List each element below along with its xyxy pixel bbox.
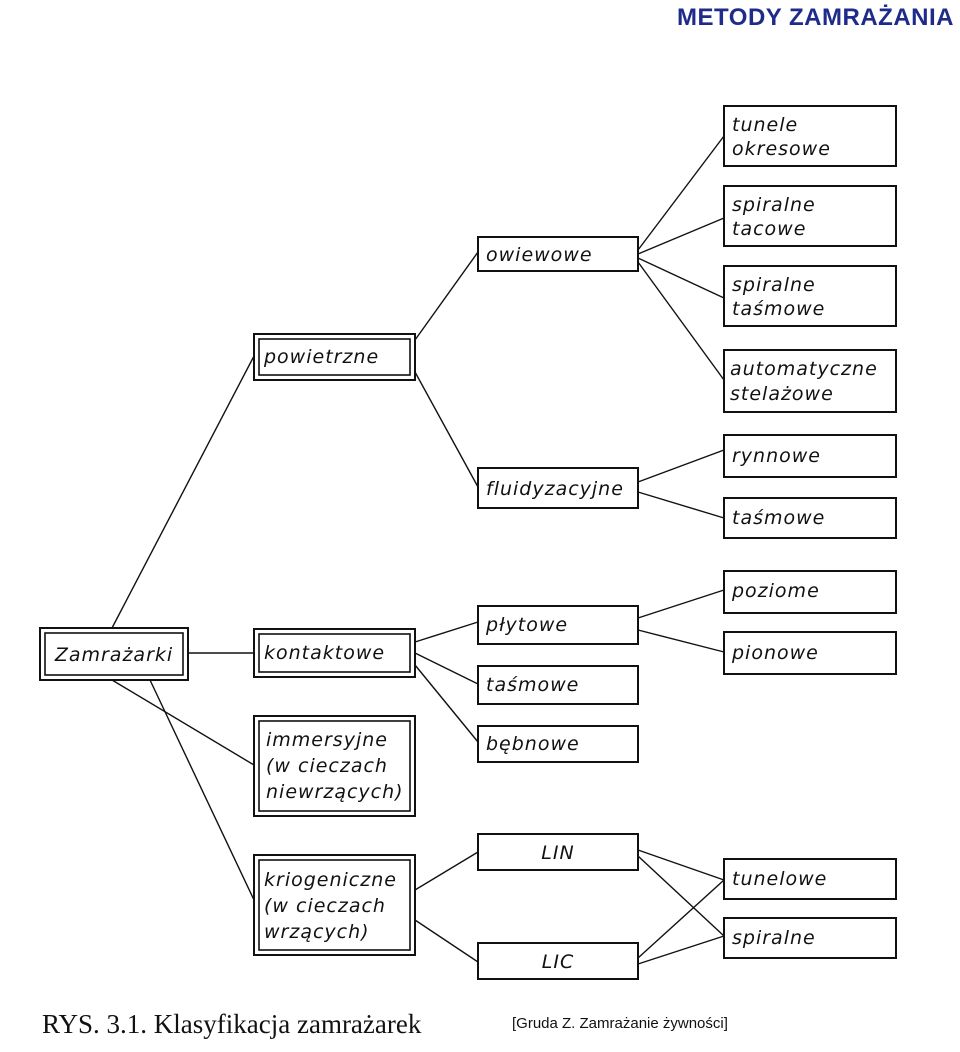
label-kontaktowe: kontaktowe — [264, 642, 385, 664]
label-pionowe: pionowe — [731, 642, 819, 664]
label-spiralne-tasmowe-1: spiralne — [732, 274, 816, 296]
page-title: METODY ZAMRAŻANIA — [677, 4, 954, 31]
label-powietrzne: powietrzne — [263, 346, 379, 368]
label-owiewowe: owiewowe — [486, 244, 593, 266]
figure-caption: RYS. 3.1. Klasyfikacja zamrażarek — [42, 1009, 422, 1039]
label-spiralne-tacowe-2: tacowe — [732, 218, 806, 240]
label-lin: LIN — [541, 842, 574, 864]
box-automatyczne-stelazowe: automatyczne stelażowe — [723, 349, 897, 413]
label-tasmowe-fluid: taśmowe — [732, 507, 825, 529]
label-spiralne-tacowe-1: spiralne — [732, 194, 816, 216]
box-spiralne-tasmowe: spiralne taśmowe — [723, 265, 897, 327]
box-poziome: poziome — [723, 570, 897, 614]
box-tunelowe: tunelowe — [723, 858, 897, 900]
box-immersyjne: immersyjne (w cieczach niewrzących) — [253, 715, 416, 817]
box-tasmowe-kontakt: taśmowe — [477, 665, 639, 705]
label-automatyczne-stelazowe-2: stelażowe — [730, 383, 834, 405]
box-lic: LIC — [477, 942, 639, 980]
box-tasmowe-fluid: taśmowe — [723, 497, 897, 539]
box-powietrzne: powietrzne — [253, 333, 416, 381]
connectors — [111, 135, 725, 965]
box-zamrazarki: Zamrażarki — [39, 627, 189, 681]
label-tunele-okresowe-2: okresowe — [732, 138, 831, 160]
label-immersyjne-3: niewrzących) — [266, 781, 404, 803]
label-zamrazarki: Zamrażarki — [54, 644, 173, 666]
label-bebnowe: bębnowe — [486, 733, 580, 755]
box-spiralne: spiralne — [723, 917, 897, 959]
label-kriogeniczne-2: (w cieczach — [264, 895, 386, 917]
label-poziome: poziome — [731, 580, 820, 602]
label-fluidyzacyjne: fluidyzacyjne — [486, 478, 624, 500]
label-plytowe: płytowe — [485, 614, 568, 636]
box-kriogeniczne: kriogeniczne (w cieczach wrzących) — [253, 854, 416, 956]
box-pionowe: pionowe — [723, 631, 897, 675]
label-rynnowe: rynnowe — [732, 445, 821, 467]
box-owiewowe: owiewowe — [477, 236, 639, 272]
label-lic: LIC — [542, 951, 574, 973]
box-spiralne-tacowe: spiralne tacowe — [723, 185, 897, 247]
label-spiralne-tasmowe-2: taśmowe — [732, 298, 825, 320]
source-reference: [Gruda Z. Zamrażanie żywności] — [512, 1015, 728, 1032]
box-lin: LIN — [477, 833, 639, 871]
label-spiralne: spiralne — [732, 927, 816, 949]
label-immersyjne-2: (w cieczach — [266, 755, 388, 777]
label-kriogeniczne-3: wrzących) — [264, 921, 370, 943]
box-plytowe: płytowe — [477, 605, 639, 645]
label-immersyjne-1: immersyjne — [266, 729, 388, 751]
box-kontaktowe: kontaktowe — [253, 628, 416, 678]
label-tasmowe-kontakt: taśmowe — [486, 674, 579, 696]
label-automatyczne-stelazowe-1: automatyczne — [730, 358, 878, 380]
box-tunele-okresowe: tunele okresowe — [723, 105, 897, 167]
label-tunele-okresowe-1: tunele — [732, 114, 798, 136]
label-kriogeniczne-1: kriogeniczne — [264, 869, 397, 891]
label-tunelowe: tunelowe — [732, 868, 827, 890]
box-fluidyzacyjne: fluidyzacyjne — [477, 467, 639, 509]
box-rynnowe: rynnowe — [723, 434, 897, 478]
box-bebnowe: bębnowe — [477, 725, 639, 763]
